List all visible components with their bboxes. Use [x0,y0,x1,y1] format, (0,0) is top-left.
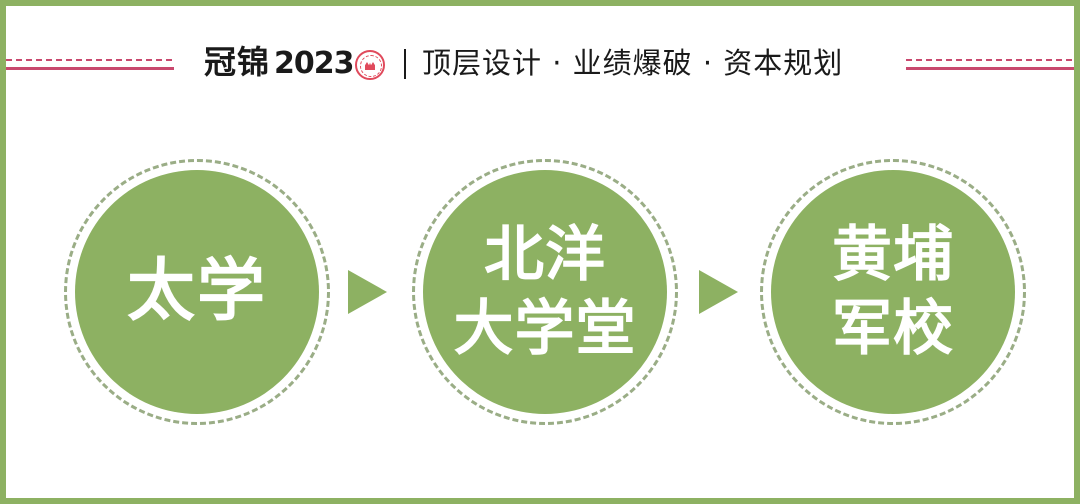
stage-2-dashed-ring [412,159,678,425]
decorative-lines-right [906,59,1074,73]
dashed-line [906,59,1074,61]
solid-line [6,67,174,70]
stage-2-label-line-1: 北洋 [484,220,606,290]
stage-2-circle: 北洋 大学堂 [423,170,667,414]
decorative-lines-left [6,59,174,73]
university-emblem-icon [355,50,385,80]
stage-1-circle: 太学 [75,170,319,414]
header-separator [404,49,406,79]
stage-2-label-line-2: 大学堂 [453,294,637,364]
dashed-line [6,59,174,61]
stage-3-label-line-1: 黄埔 [832,220,954,290]
stage-1-dashed-ring [64,159,330,425]
arrow-right-triangle-icon [699,270,738,314]
stage-3-dashed-ring [760,159,1026,425]
stage-3-label-line-2: 军校 [832,294,954,364]
solid-line [906,67,1074,70]
brand-name: 冠锦 [204,43,271,81]
arrow-right-triangle-icon [348,270,387,314]
stage-1-label: 太学 [126,252,267,331]
stage-3-circle: 黄埔 军校 [771,170,1015,414]
tagline: 顶层设计 · 业绩爆破 · 资本规划 [422,46,844,80]
brand-year: 2023 [274,46,354,81]
